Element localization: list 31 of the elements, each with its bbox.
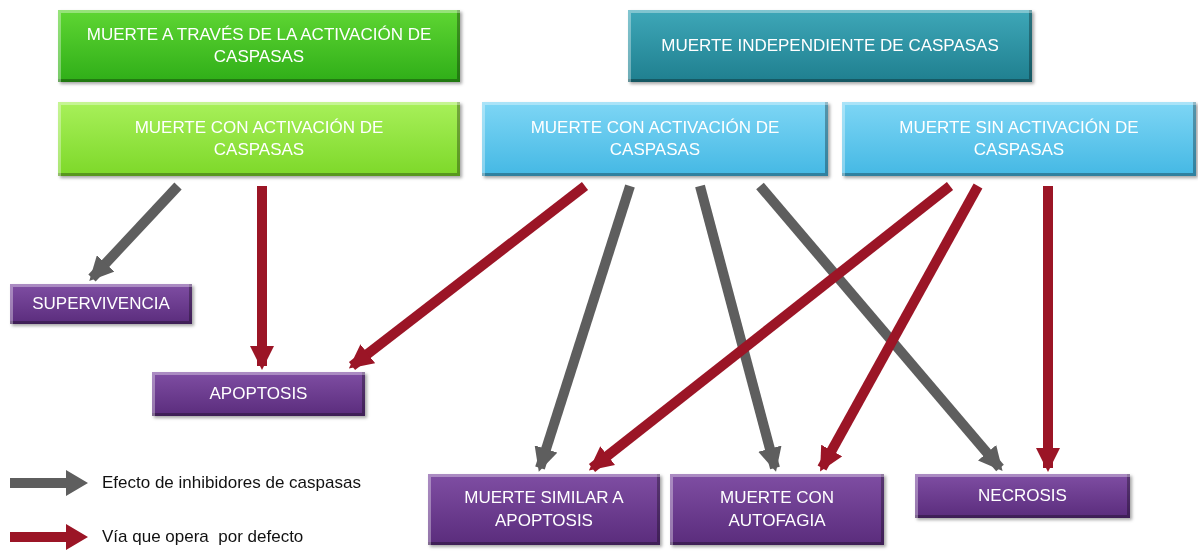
- node-label: MUERTE CON ACTIVACIÓN DE CASPASAS: [529, 116, 781, 161]
- outcome-box: [428, 474, 660, 545]
- arrow: [756, 182, 1004, 472]
- arrow: [1036, 186, 1060, 472]
- node-label: SUPERVIVENCIA: [32, 292, 170, 315]
- arrow: [588, 182, 954, 472]
- arrow: [534, 184, 635, 472]
- arrow: [695, 184, 782, 472]
- node-label: MUERTE SIMILAR A APOPTOSIS: [463, 487, 625, 532]
- group-header-box: [58, 10, 460, 82]
- category-box: [58, 102, 460, 176]
- outcome-box: [915, 474, 1130, 518]
- node-label: MUERTE INDEPENDIENTE DE CASPASAS: [661, 34, 999, 57]
- node-label: MUERTE CON AUTOFAGIA: [719, 487, 835, 532]
- outcome-box: [670, 474, 884, 545]
- node-label: APOPTOSIS: [209, 382, 308, 405]
- node-label: NECROSIS: [978, 484, 1067, 507]
- legend-label: Efecto de inhibidores de caspasas: [102, 473, 361, 493]
- node-label: MUERTE SIN ACTIVACIÓN DE CASPASAS: [898, 116, 1140, 161]
- outcome-box: [10, 284, 192, 324]
- arrow: [88, 182, 182, 282]
- legend-label: Vía que opera por defecto: [102, 527, 304, 547]
- category-box: [482, 102, 828, 176]
- arrow: [348, 182, 589, 370]
- node-label: MUERTE A TRAVÉS DE LA ACTIVACIÓN DE CASPASAS: [85, 23, 433, 68]
- group-header-box: [628, 10, 1032, 82]
- category-box: [842, 102, 1196, 176]
- arrow: [250, 186, 274, 370]
- outcome-box: [152, 372, 365, 416]
- node-label: MUERTE CON ACTIVACIÓN DE CASPASAS: [133, 116, 385, 161]
- arrow: [817, 183, 983, 472]
